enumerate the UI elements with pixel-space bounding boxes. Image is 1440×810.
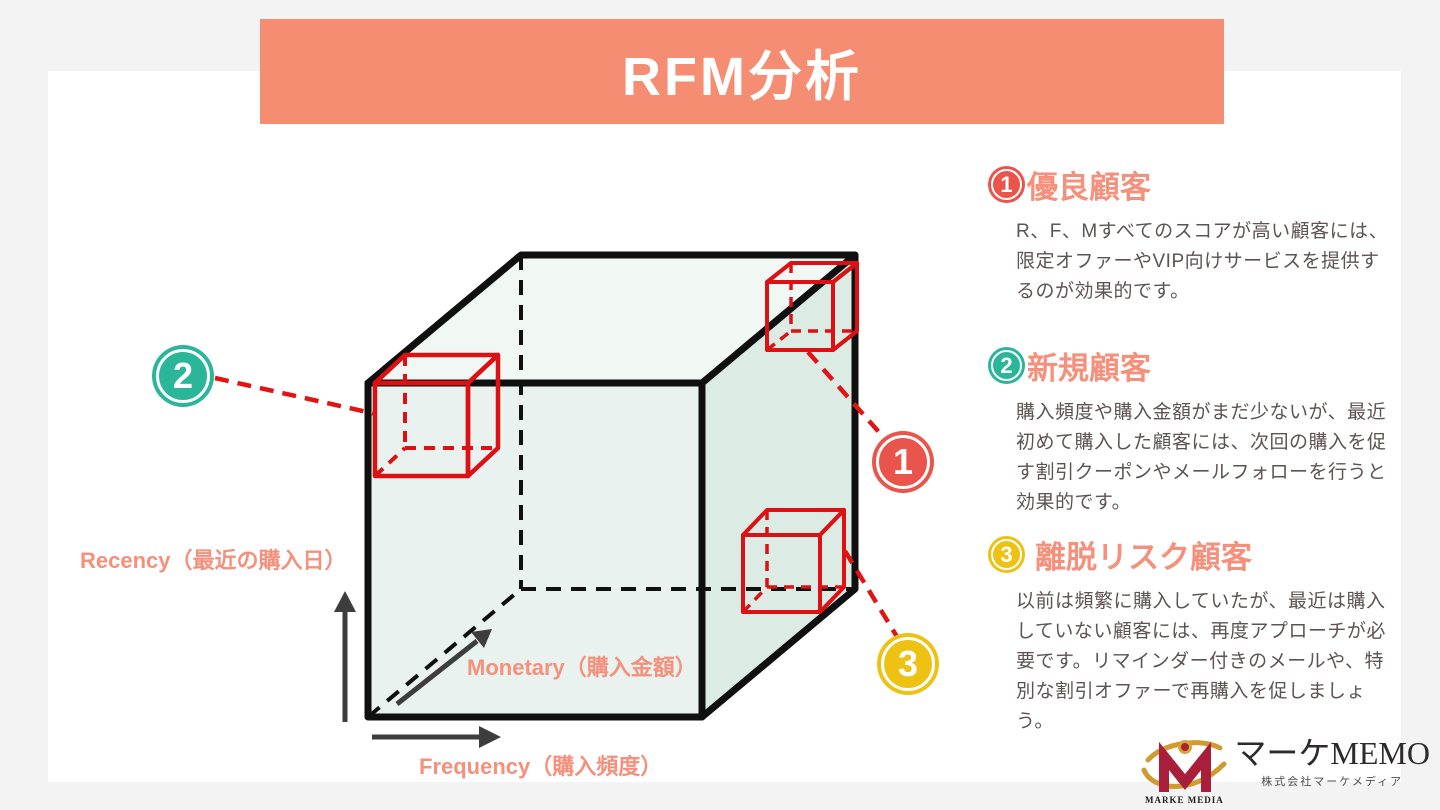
- section-1-badge-number: 1: [1000, 171, 1013, 197]
- logo-brand: マーケMEMO: [1234, 735, 1430, 771]
- badge-1-number: 1: [892, 441, 914, 482]
- section-2-badge: 2: [988, 347, 1025, 384]
- section-2-badge-ring: [991, 350, 1022, 381]
- title-banner: RFM分析: [260, 19, 1224, 124]
- badge-connector-lines: [214, 350, 901, 642]
- section-2-heading: 2 新規顧客: [988, 343, 1408, 388]
- section-2-heading-text: 新規顧客: [1027, 351, 1151, 386]
- section-1-badge: 1: [988, 166, 1025, 203]
- marke-memo-logo: MARKE MEDIA マーケMEMO 株式会社マーケメディア: [1140, 736, 1430, 805]
- section-3-heading: 3 離脱リスク顧客: [988, 532, 1408, 577]
- mini-cube-best-customer: [765, 261, 859, 352]
- section-2-body: 購入頻度や購入金額がまだ少ないが、最近初めて購入した顧客には、次回の購入を促す割…: [1016, 402, 1387, 513]
- axis-arrows: [334, 591, 501, 748]
- section-best-customer: 1 優良顧客 R、F、Mすべてのスコアが高い顧客には、限定オファーやVIP向けサ…: [988, 162, 1408, 307]
- section-3-badge: 3: [988, 536, 1025, 573]
- recency-axis-label: Recency（最近の購入日）: [80, 548, 347, 573]
- badge-2-ring: [156, 349, 210, 403]
- badge-2-number: 2: [172, 355, 194, 396]
- section-3-body: 以前は頻繁に購入していたが、最近は購入していない顧客には、再度アプローチが必要で…: [1016, 591, 1386, 732]
- section-new-customer: 2 新規顧客 購入頻度や購入金額がまだ少ないが、最近初めて購入した顧客には、次回…: [988, 343, 1408, 518]
- cube-hidden-edges: [366, 255, 855, 719]
- section-3-badge-ring: [991, 539, 1022, 570]
- monetary-axis-label: Monetary（購入金額）: [467, 655, 697, 680]
- badge-2: 2: [152, 345, 214, 407]
- badge-3-ring: [881, 637, 935, 691]
- badge-3-number: 3: [897, 643, 919, 684]
- section-1-heading-text: 優良顧客: [1027, 170, 1151, 205]
- section-3-badge-number: 3: [1000, 541, 1013, 567]
- cube-right-face: [702, 255, 855, 717]
- cube-top-face: [368, 255, 855, 383]
- mini-cube-new-customer: [372, 352, 501, 479]
- section-1-badge-ring: [991, 169, 1022, 200]
- page-title: RFM分析: [622, 47, 862, 107]
- frequency-axis-label: Frequency（購入頻度）: [419, 754, 663, 779]
- logo-m-monogram-icon: [1141, 740, 1227, 792]
- logo-caption: MARKE MEDIA: [1145, 795, 1224, 805]
- badge-3: 3: [877, 633, 939, 695]
- badge-1-ring: [876, 435, 930, 489]
- logo-text: マーケMEMO 株式会社マーケメディア: [1234, 736, 1430, 789]
- badge-1: 1: [872, 431, 934, 493]
- section-2-badge-number: 2: [1000, 352, 1013, 378]
- mini-cube-churn-risk: [741, 508, 846, 614]
- logo-company: 株式会社マーケメディア: [1261, 776, 1404, 788]
- cube-front-face: [368, 383, 702, 717]
- section-churn-risk: 3 離脱リスク顧客 以前は頻繁に購入していたが、最近は購入していない顧客には、再…: [988, 532, 1408, 737]
- section-1-body: R、F、Mすべてのスコアが高い顧客には、限定オファーやVIP向けサービスを提供す…: [1016, 221, 1389, 302]
- section-1-heading: 1 優良顧客: [988, 162, 1408, 207]
- logo-mark: MARKE MEDIA: [1140, 736, 1228, 805]
- section-3-heading-text: 離脱リスク顧客: [1035, 540, 1252, 575]
